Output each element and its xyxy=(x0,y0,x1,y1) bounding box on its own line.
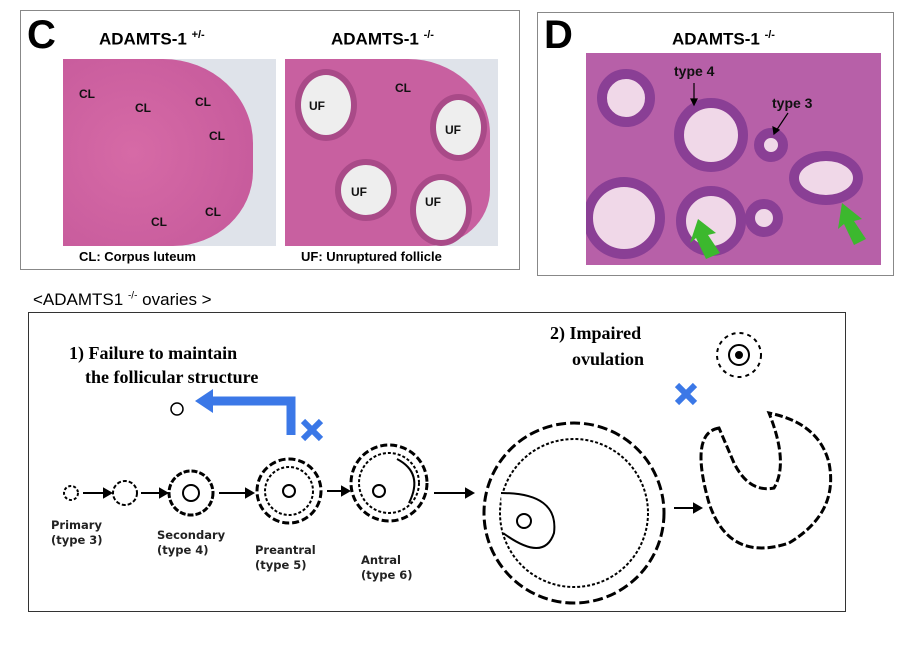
impaired-heading-line2: ovulation xyxy=(572,349,645,369)
failure-heading-line2: the follicular structure xyxy=(85,367,259,387)
failure-heading-line1: 1) Failure to maintain xyxy=(69,343,238,363)
cl-label: CL xyxy=(209,129,225,143)
follicle-stages-drawing xyxy=(63,332,833,605)
panel-d-letter: D xyxy=(544,13,573,57)
blue-return-arrow xyxy=(209,396,296,435)
follicle-micrograph xyxy=(586,69,866,259)
panel-c-right-title: ADAMTS-1 -/- xyxy=(331,29,434,49)
cl-label: CL xyxy=(195,95,211,109)
blue-arrowhead xyxy=(195,389,213,413)
stage-primary: Primary(type 3) xyxy=(51,518,103,547)
histology-image-knockout: UF CL UF UF UF xyxy=(285,59,498,246)
right-caption: UF: Unruptured follicle xyxy=(301,249,442,264)
panel-d-title: ADAMTS-1 -/- xyxy=(672,29,775,49)
type4-label: type 4 xyxy=(674,63,715,79)
panel-c: C ADAMTS-1 +/- ADAMTS-1 -/- CL CL CL CL … xyxy=(20,10,520,270)
follicle-diagram: 1) Failure to maintain the follicular st… xyxy=(28,312,846,612)
cl-label: CL xyxy=(151,215,167,229)
left-caption: CL: Corpus luteum xyxy=(79,249,196,264)
uf-label: UF xyxy=(309,99,325,113)
stage-secondary: Secondary(type 4) xyxy=(157,528,226,557)
histology-image-follicles: type 4 type 3 xyxy=(586,53,881,265)
ruptured-follicle xyxy=(699,410,833,550)
stage-antral: Antral(type 6) xyxy=(361,553,413,582)
blue-x-mark-2 xyxy=(674,382,698,406)
primary-follicle-1 xyxy=(63,485,79,501)
cl-label: CL xyxy=(135,101,151,115)
progression-arrows xyxy=(83,485,704,514)
panel-c-letter: C xyxy=(27,13,56,57)
uf-label: UF xyxy=(351,185,367,199)
cl-label: CL xyxy=(205,205,221,219)
cl-label: CL xyxy=(79,87,95,101)
blue-x-mark-1 xyxy=(300,418,324,442)
degenerated-oocyte xyxy=(170,402,184,416)
panel-d: D ADAMTS-1 -/- type 4 type 3 xyxy=(537,12,894,276)
impaired-heading-line1: 2) Impaired xyxy=(550,323,642,343)
type3-label: type 3 xyxy=(772,95,813,111)
stage-preantral: Preantral(type 5) xyxy=(255,543,316,572)
primary-follicle-2 xyxy=(112,480,138,506)
panel-c-left-title: ADAMTS-1 +/- xyxy=(99,29,205,49)
cl-label: CL xyxy=(395,81,411,95)
histology-image-heterozygous: CL CL CL CL CL CL xyxy=(63,59,276,246)
uf-label: UF xyxy=(445,123,461,137)
uf-label: UF xyxy=(425,195,441,209)
section-label: <ADAMTS1 -/- ovaries > xyxy=(33,290,212,309)
